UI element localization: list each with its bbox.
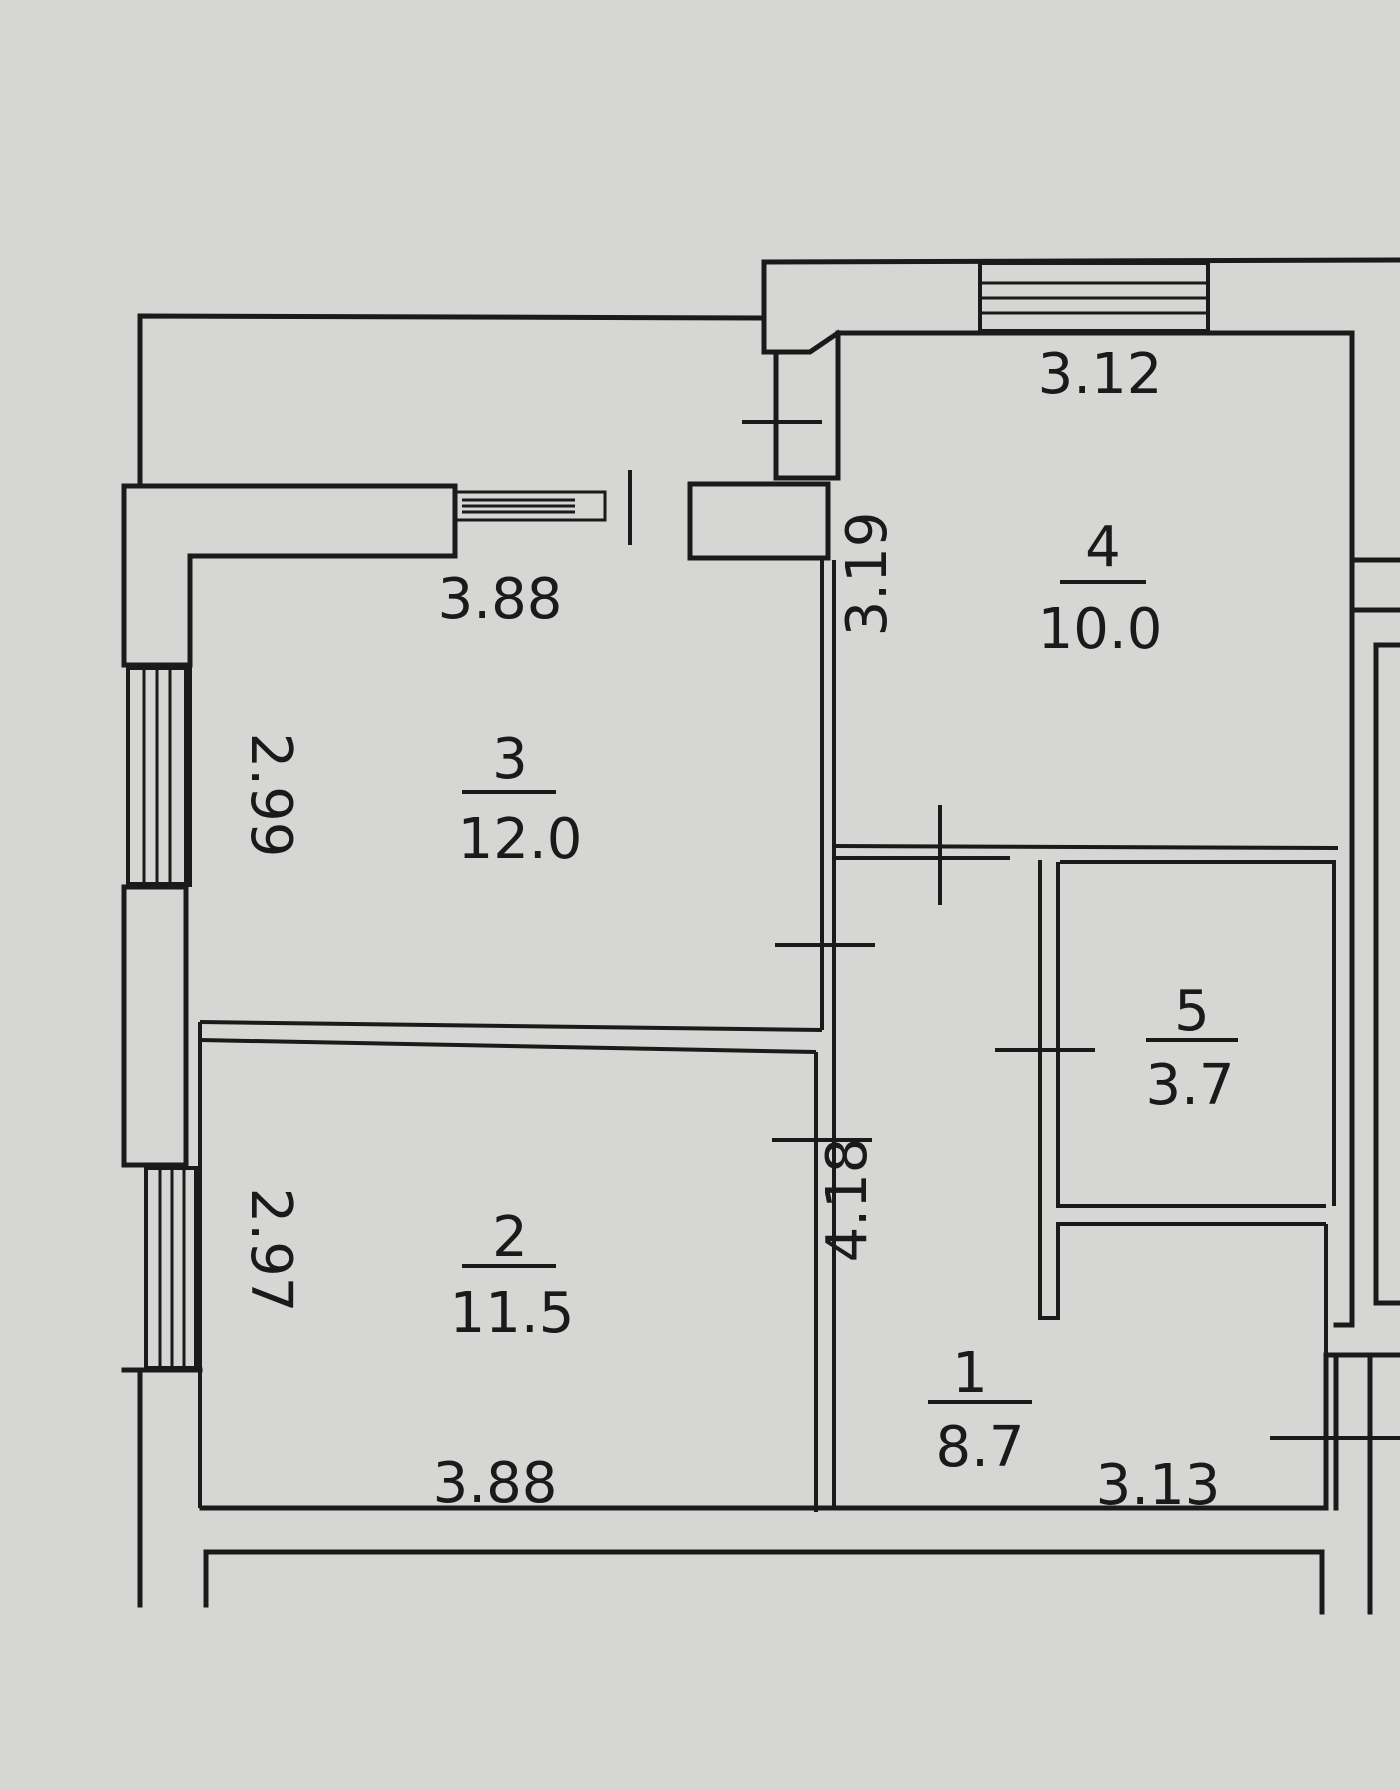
dimension-labels: 3.12 3.19 3.88 2.99 2.97 3.88 4.18 3.13 [238,342,1220,1518]
dim-room2-width: 3.88 [433,1451,558,1516]
door-marks [742,420,1400,1440]
room-1-label: 1 8.7 [928,1341,1032,1480]
room-2-label: 2 11.5 [450,1205,575,1346]
room-2-area: 11.5 [450,1281,575,1346]
room-1-number: 1 [952,1341,988,1406]
room-4-area: 10.0 [1038,597,1163,662]
dim-room4-width: 3.12 [1038,342,1163,407]
room-2-number: 2 [492,1205,528,1270]
dim-room3-depth: 2.99 [238,733,303,858]
window-room-4 [978,261,1210,333]
exterior-walls [121,257,1400,1615]
dim-room1-width: 3.13 [1096,1453,1221,1518]
window-room-3 [126,666,188,886]
dim-room1-depth: 4.18 [815,1138,880,1263]
room-5-area: 3.7 [1145,1053,1234,1118]
room-3-area: 12.0 [458,807,583,872]
room-3-label: 3 12.0 [458,727,583,872]
room-5-number: 5 [1174,979,1210,1044]
dim-room3-width: 3.88 [438,567,563,632]
interior-walls [188,560,1339,1512]
room-5-label: 5 3.7 [1145,979,1238,1118]
dim-room4-depth: 3.19 [835,512,900,637]
dim-room2-depth: 2.97 [238,1188,303,1313]
room-4-label: 4 10.0 [1038,515,1163,662]
window-room-2 [144,1166,198,1370]
room-3-number: 3 [492,727,528,792]
room-1-area: 8.7 [935,1415,1024,1480]
room-4-number: 4 [1085,515,1121,580]
balcony-door [453,470,831,561]
balcony [137,313,767,488]
